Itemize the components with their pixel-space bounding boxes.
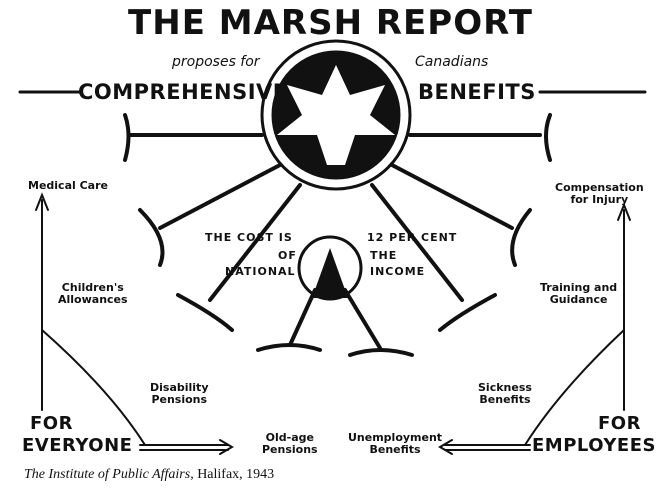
maple-leaf-icon (277, 65, 395, 165)
cost-left-line1: THE COST IS (205, 231, 293, 244)
cost-left-line2: OF (278, 249, 297, 262)
cost-right-line1: 12 PER CENT (367, 231, 458, 244)
benefit-arcs (123, 113, 552, 357)
emblem-outer-circle (260, 39, 412, 191)
headline-left: COMPREHENSIVE (78, 80, 288, 104)
cost-right-line3: INCOME (370, 265, 426, 278)
headline-right: BENEFITS (418, 80, 536, 104)
cost-wedge-icon (312, 248, 348, 298)
arrows (35, 192, 631, 455)
for-employees-line1: FOR (598, 413, 641, 434)
for-everyone-line1: FOR (30, 413, 73, 434)
cost-left-line3: NATIONAL (225, 265, 296, 278)
for-employees-line2: EMPLOYEES (532, 435, 656, 456)
benefit-medical-care: Medical Care (28, 179, 108, 192)
poster-title: THE MARSH REPORT (128, 3, 533, 43)
caption: The Institute of Public Affairs, Halifax… (24, 467, 275, 482)
for-everyone-line2: EVERYONE (22, 435, 133, 456)
cost-right-line2: THE (370, 249, 398, 262)
subtitle-right: Canadians (415, 54, 489, 70)
subtitle-left: proposes for (172, 54, 260, 70)
spokes (128, 133, 542, 350)
cost-circle (297, 235, 363, 301)
